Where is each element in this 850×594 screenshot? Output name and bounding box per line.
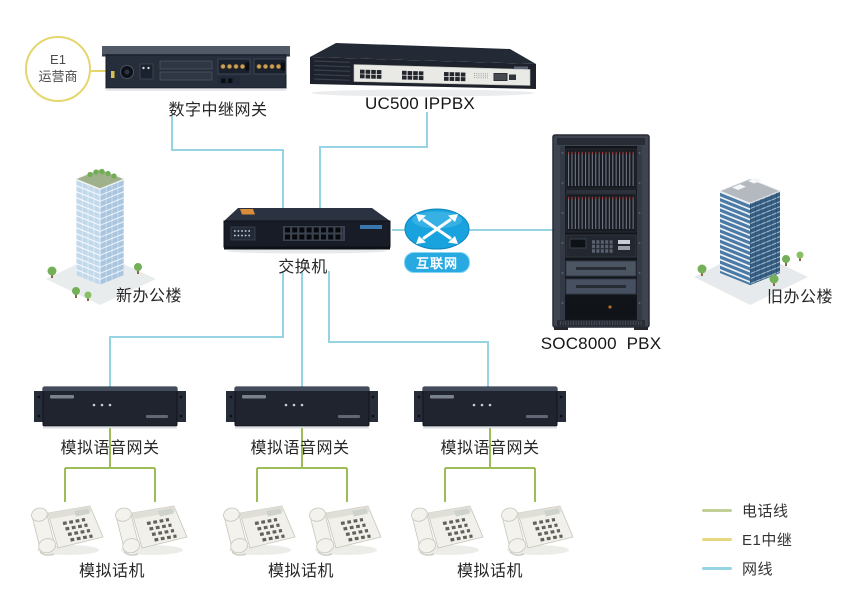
analog-phone-image-1a <box>30 497 106 557</box>
e1-trunk-legend-label: E1中继 <box>742 532 793 549</box>
analog-phone-image-3a <box>410 497 486 557</box>
legend: 电话线 E1中继 网线 <box>702 496 792 583</box>
e1-trunk-swatch <box>702 538 732 541</box>
analog-phone-image-2b <box>308 497 384 557</box>
uc500-ippbx-image <box>310 43 536 97</box>
analog-voice-gateway-image-2 <box>226 384 378 430</box>
analog-gateway-label-3: 模拟语音网关 <box>440 440 540 457</box>
analog-phone-label-2: 模拟话机 <box>267 563 335 580</box>
analog-gateway-label-2: 模拟语音网关 <box>250 440 350 457</box>
soc8000-pbx-rack-image <box>552 134 650 330</box>
digital-trunk-gateway-label: 数字中继网关 <box>168 102 268 119</box>
internet-badge: 互联网 <box>404 252 470 273</box>
old-office-building-image <box>694 177 808 305</box>
old-office-building-label: 旧办公楼 <box>766 289 834 306</box>
legend-item-phone-line: 电话线 <box>702 496 792 525</box>
legend-item-network-cable: 网线 <box>702 554 792 583</box>
phone-lines <box>64 428 536 502</box>
e1-provider-label-line2: 运营商 <box>38 69 78 84</box>
analog-voice-gateway-image-3 <box>414 384 566 430</box>
network-cable-swatch <box>702 567 732 570</box>
switch-label: 交换机 <box>278 259 328 276</box>
analog-phone-image-3b <box>500 497 576 557</box>
e1-provider-node: E1 运营商 <box>25 36 91 102</box>
e1-provider-label-line1: E1 <box>50 52 66 68</box>
analog-phone-image-2a <box>222 497 298 557</box>
soc8000-pbx-label: SOC8000 PBX <box>540 334 662 353</box>
legend-item-e1-trunk: E1中继 <box>702 525 792 554</box>
uc500-ippbx-label: UC500 IPPBX <box>365 94 475 113</box>
analog-voice-gateway-image-1 <box>34 384 186 430</box>
new-office-building-label: 新办公楼 <box>115 288 183 305</box>
internet-router-icon <box>404 208 470 250</box>
analog-phone-label-1: 模拟话机 <box>78 563 146 580</box>
ethernet-switch-image <box>223 208 391 254</box>
analog-gateway-label-1: 模拟语音网关 <box>60 440 160 457</box>
new-office-building-image <box>46 168 156 305</box>
analog-phone-image-1b <box>114 497 190 557</box>
network-cable-legend-label: 网线 <box>742 561 774 578</box>
analog-phone-label-3: 模拟话机 <box>456 563 524 580</box>
phone-line-legend-label: 电话线 <box>742 503 789 520</box>
phone-line-swatch <box>702 509 732 512</box>
digital-trunk-gateway-image <box>102 46 290 91</box>
